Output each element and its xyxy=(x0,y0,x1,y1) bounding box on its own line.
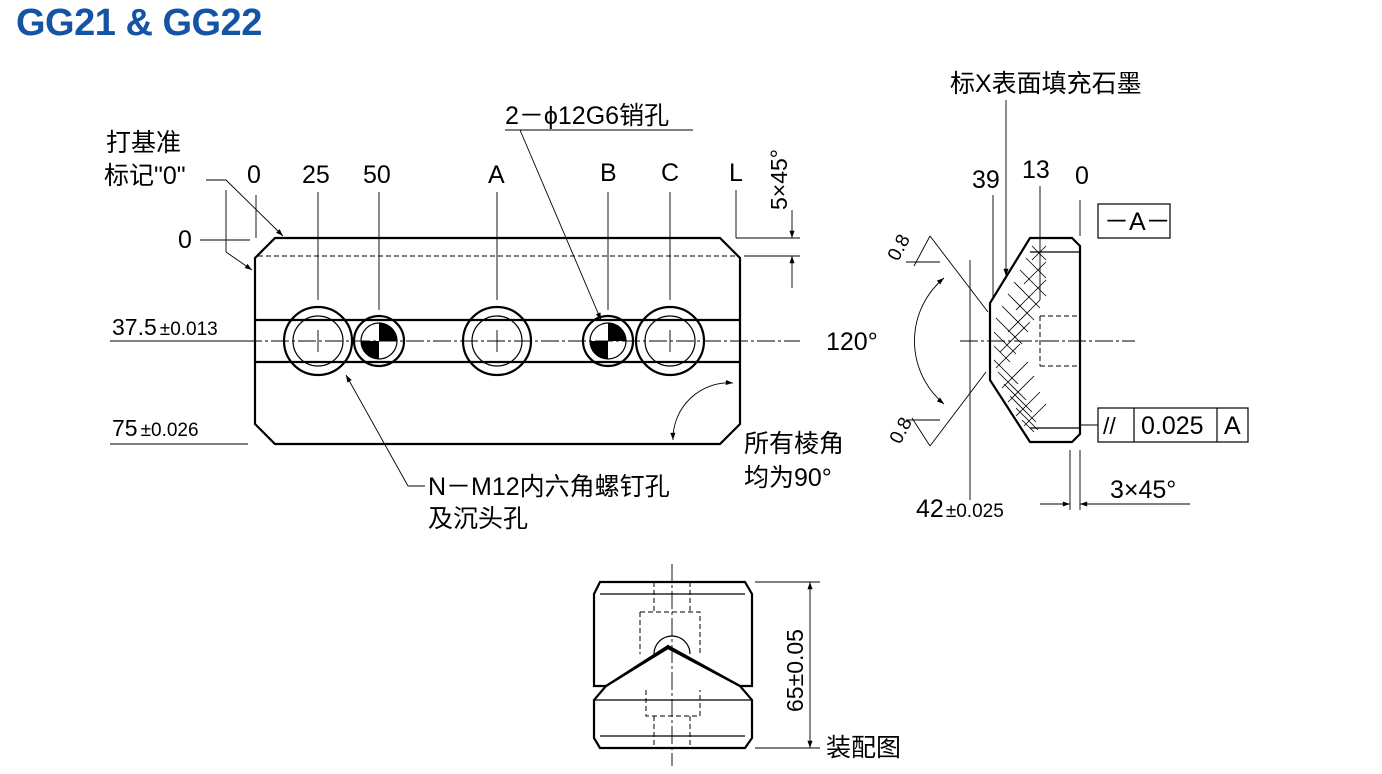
assembly-label: 装配图 xyxy=(826,734,901,762)
side-dim-39: 39 xyxy=(972,166,1000,194)
dim-75: 75±0.026 xyxy=(112,415,199,441)
mark-zero-line1: 打基准 xyxy=(106,129,181,157)
assembly-height: 65±0.05 xyxy=(782,629,808,712)
screw-hole-25 xyxy=(282,305,354,377)
tick-b: B xyxy=(600,159,617,187)
side-chamfer: 3×45° xyxy=(1110,476,1176,504)
chamfer-top-label: 5×45° xyxy=(766,149,792,210)
pin-hole-50 xyxy=(352,314,406,368)
front-outline xyxy=(253,236,742,446)
all-corners-line1: 所有棱角 xyxy=(744,430,844,458)
assembly-view: 65±0.05 装配图 xyxy=(592,564,901,766)
tick-0: 0 xyxy=(247,161,261,189)
svg-text:0.8: 0.8 xyxy=(884,231,915,264)
side-outline xyxy=(988,236,1082,444)
screw-hole-a xyxy=(461,305,533,377)
svg-text://: // xyxy=(1103,413,1116,439)
tick-l: L xyxy=(729,159,743,187)
pin-hole-b xyxy=(581,314,635,368)
all-corners-line2: 均为90° xyxy=(744,464,832,492)
assembly-upper xyxy=(592,580,754,688)
screw-hole-c xyxy=(634,305,706,377)
tick-a: A xyxy=(488,161,505,189)
datum-a-box xyxy=(1097,203,1171,239)
parallel-tolerance-frame: // 0.025 A xyxy=(1080,407,1249,443)
side-dim-13: 13 xyxy=(1022,156,1050,184)
graphite-label: 标X表面填充石墨 xyxy=(950,70,1142,98)
assembly-lower xyxy=(592,646,754,750)
front-view: 0 25 50 A B C L 0 打基准 标记"0" 2－ϕ12G6销孔 5×… xyxy=(104,102,844,533)
svg-text:0.8: 0.8 xyxy=(886,414,917,447)
pin-holes-label: 2－ϕ12G6销孔 xyxy=(505,102,669,130)
tick-50: 50 xyxy=(363,161,391,189)
angle-120: 120° xyxy=(826,328,878,356)
roughness-top: 0.8 xyxy=(884,231,989,313)
page-title: GG21 & GG22 xyxy=(16,2,262,44)
side-dim-0: 0 xyxy=(1075,162,1089,190)
side-dim-42: 42±0.025 xyxy=(916,495,1004,523)
svg-text:0.025: 0.025 xyxy=(1141,412,1204,440)
mark-zero-line2: 标记"0" xyxy=(104,162,186,190)
side-view: 标X表面填充石墨 39 13 0 －A－ 120° 0.8 0.8 xyxy=(826,70,1249,523)
screw-holes-line2: 及沉头孔 xyxy=(428,505,528,533)
datum-a-label: －A－ xyxy=(1104,208,1171,236)
zero-left-label: 0 xyxy=(178,226,192,254)
roughness-bottom: 0.8 xyxy=(886,371,987,447)
screw-holes-line1: N－M12内六角螺钉孔 xyxy=(428,473,670,501)
tick-c: C xyxy=(661,159,679,187)
svg-text:A: A xyxy=(1224,412,1241,440)
tick-25: 25 xyxy=(302,161,330,189)
dim-375: 37.5±0.013 xyxy=(112,314,218,340)
